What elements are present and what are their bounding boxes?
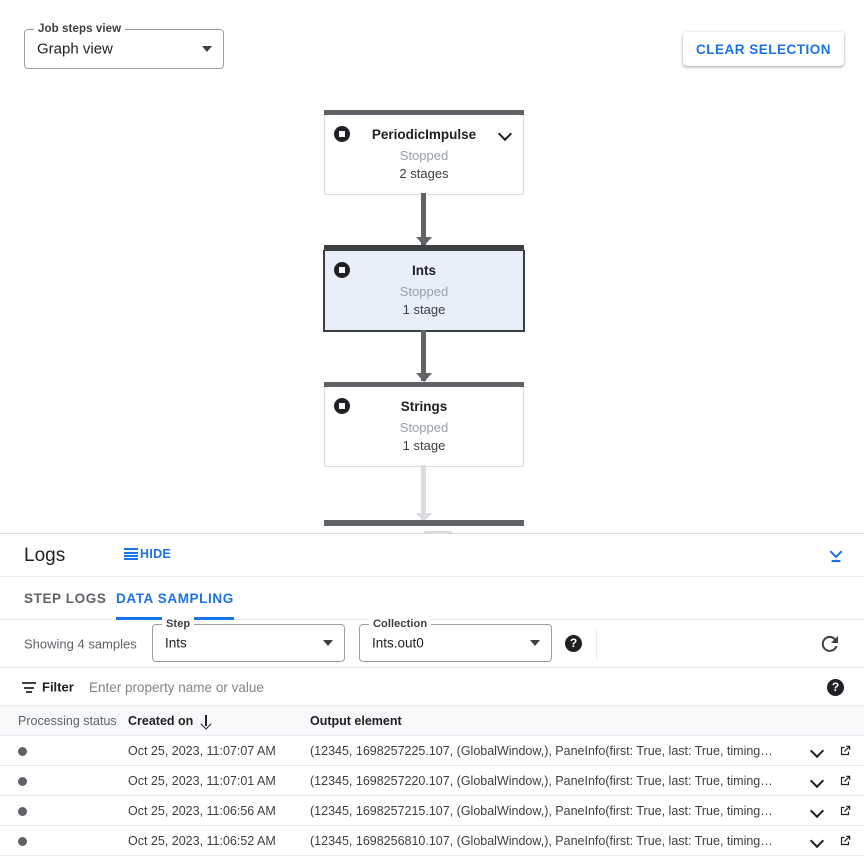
logs-panel: Logs HIDE STEP LOGS DATA SAMPLING Showin… xyxy=(0,533,864,856)
node-stages: 2 stages xyxy=(399,166,449,181)
chevron-down-icon[interactable] xyxy=(810,744,824,758)
graph-node-ints[interactable]: Ints Stopped 1 stage xyxy=(324,245,524,331)
chevron-down-icon xyxy=(202,46,212,52)
node-title: PeriodicImpulse xyxy=(371,127,477,142)
open-in-new-icon[interactable] xyxy=(838,804,852,818)
node-status-bar xyxy=(324,245,524,251)
cell-output-element: (12345, 1698257220.107, (GlobalWindow,),… xyxy=(310,774,773,788)
cell-output-element: (12345, 1698257215.107, (GlobalWindow,),… xyxy=(310,804,773,818)
list-lines-icon xyxy=(124,548,138,560)
graph-edge-1 xyxy=(415,193,432,246)
help-icon[interactable]: ? xyxy=(565,635,582,652)
filter-input[interactable] xyxy=(87,668,787,706)
node-title: Ints xyxy=(411,263,436,278)
chevron-down-icon[interactable] xyxy=(810,804,824,818)
chevron-down-icon[interactable] xyxy=(810,834,824,848)
logs-tabs: STEP LOGS DATA SAMPLING xyxy=(0,577,864,620)
cell-processing-status xyxy=(18,766,27,796)
node-status-bar xyxy=(324,382,524,387)
column-header-created-on-label: Created on xyxy=(128,714,194,728)
cell-created-on: Oct 25, 2023, 11:07:01 AM xyxy=(128,774,276,788)
cell-processing-status xyxy=(18,796,27,826)
job-steps-view-select[interactable]: Job steps view Graph view xyxy=(24,22,224,69)
status-dot-icon xyxy=(18,806,27,816)
node-status-bar xyxy=(324,110,524,115)
graph-edge-2 xyxy=(415,330,432,382)
collection-select-label: Collection xyxy=(369,617,432,631)
table-header-row: Processing status Created on Output elem… xyxy=(0,706,864,736)
cell-output-element: (12345, 1698256810.107, (GlobalWindow,),… xyxy=(310,834,773,848)
graph-node-partial-bar xyxy=(324,520,524,526)
cell-processing-status xyxy=(18,826,27,856)
help-icon[interactable]: ? xyxy=(827,679,844,696)
graph-canvas[interactable]: PeriodicImpulse Stopped 2 stages Ints St… xyxy=(0,90,864,533)
logs-header: Logs HIDE xyxy=(0,534,864,577)
chevron-down-icon xyxy=(530,640,540,646)
node-stages: 1 stage xyxy=(402,302,446,317)
stopped-icon xyxy=(334,262,350,278)
cell-created-on: Oct 25, 2023, 11:07:07 AM xyxy=(128,744,276,758)
table-row[interactable]: Oct 25, 2023, 11:07:07 AM (12345, 169825… xyxy=(0,736,864,766)
samples-table: Processing status Created on Output elem… xyxy=(0,706,864,856)
job-steps-view-label: Job steps view xyxy=(34,22,126,36)
arrow-head-icon xyxy=(415,513,432,522)
step-select-label: Step xyxy=(162,617,195,631)
refresh-icon[interactable] xyxy=(818,632,842,656)
column-header-output-element[interactable]: Output element xyxy=(310,714,402,728)
status-dot-icon xyxy=(18,836,27,846)
step-select[interactable]: Step Ints xyxy=(152,617,345,662)
stopped-icon xyxy=(334,126,350,142)
hide-logs-label: HIDE xyxy=(140,547,172,561)
chevron-down-icon[interactable] xyxy=(810,774,824,788)
graph-node-strings[interactable]: Strings Stopped 1 stage xyxy=(324,382,524,467)
column-header-created-on[interactable]: Created on xyxy=(128,706,212,736)
showing-samples-text: Showing 4 samples xyxy=(24,636,137,651)
open-in-new-icon[interactable] xyxy=(838,774,852,788)
node-status: Stopped xyxy=(399,148,449,163)
cell-output-element: (12345, 1698257225.107, (GlobalWindow,),… xyxy=(310,744,773,758)
graph-toolbar: Job steps view Graph view CLEAR SELECTIO… xyxy=(0,0,864,90)
hide-logs-button[interactable]: HIDE xyxy=(124,547,171,561)
job-steps-view-value: Graph view xyxy=(37,40,113,58)
status-dot-icon xyxy=(18,746,27,756)
table-row[interactable]: Oct 25, 2023, 11:06:56 AM (12345, 169825… xyxy=(0,796,864,826)
stopped-icon xyxy=(334,398,350,414)
table-row[interactable]: Oct 25, 2023, 11:07:01 AM (12345, 169825… xyxy=(0,766,864,796)
step-select-value: Ints xyxy=(165,635,187,651)
open-in-new-icon[interactable] xyxy=(838,834,852,848)
tab-data-sampling[interactable]: DATA SAMPLING xyxy=(116,577,234,620)
clear-selection-button[interactable]: CLEAR SELECTION xyxy=(682,32,844,66)
logs-title: Logs xyxy=(24,545,66,566)
sort-descending-icon xyxy=(200,714,212,728)
collapse-panel-icon[interactable] xyxy=(824,544,848,568)
panel-drag-handle[interactable] xyxy=(424,531,452,533)
cell-processing-status xyxy=(18,736,27,766)
collection-select-value: Ints.out0 xyxy=(372,635,424,651)
column-header-processing-status[interactable]: Processing status xyxy=(18,714,117,728)
status-dot-icon xyxy=(18,776,27,786)
graph-panel: Job steps view Graph view CLEAR SELECTIO… xyxy=(0,0,864,533)
cell-created-on: Oct 25, 2023, 11:06:56 AM xyxy=(128,804,276,818)
open-in-new-icon[interactable] xyxy=(838,744,852,758)
node-status: Stopped xyxy=(399,284,449,299)
graph-edge-3 xyxy=(415,465,432,522)
tab-step-logs[interactable]: STEP LOGS xyxy=(24,591,107,606)
chevron-down-icon xyxy=(323,640,333,646)
filter-bar: Filter ? xyxy=(0,668,864,706)
chevron-down-icon[interactable] xyxy=(499,127,513,141)
cell-created-on: Oct 25, 2023, 11:06:52 AM xyxy=(128,834,276,848)
node-title: Strings xyxy=(400,399,448,414)
filter-label: Filter xyxy=(42,679,74,694)
graph-node-periodicimpulse[interactable]: PeriodicImpulse Stopped 2 stages xyxy=(324,110,524,195)
node-status: Stopped xyxy=(399,420,449,435)
sampling-controls: Showing 4 samples Step Ints Collection I… xyxy=(0,617,864,668)
collection-select[interactable]: Collection Ints.out0 xyxy=(359,617,552,662)
table-row[interactable]: Oct 25, 2023, 11:06:52 AM (12345, 169825… xyxy=(0,826,864,856)
arrow-head-icon xyxy=(415,373,432,382)
arrow-head-icon xyxy=(415,237,432,246)
filter-icon xyxy=(22,682,36,693)
node-stages: 1 stage xyxy=(402,438,446,453)
divider xyxy=(596,629,597,660)
